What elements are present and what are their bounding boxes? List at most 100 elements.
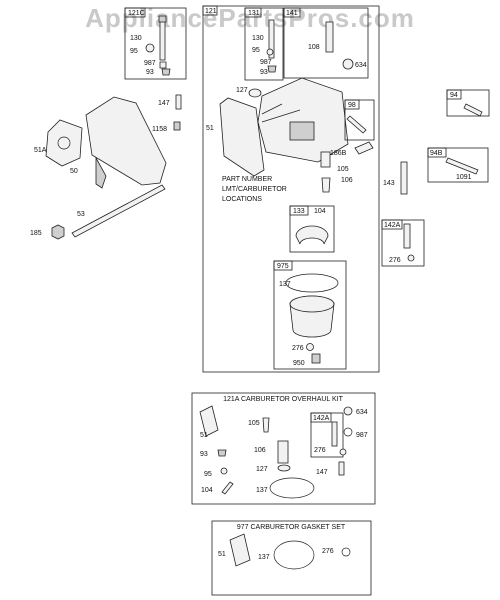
kit-ring-987 xyxy=(343,427,353,437)
kit-washer-634 xyxy=(343,406,353,416)
group-131: 131 130 95 987 93 xyxy=(244,7,284,81)
group-141: 141 108 634 xyxy=(283,7,369,79)
intake-gasket xyxy=(45,119,83,167)
screw-147 xyxy=(175,94,182,110)
set-label-276: 276 xyxy=(322,548,334,555)
note-line2: LMT/CARBURETOR xyxy=(222,186,287,193)
kit-label-987: 987 xyxy=(356,432,368,439)
watermark: AppliancePartsPros.com xyxy=(85,3,415,33)
box-141 xyxy=(283,7,369,79)
label-104: 104 xyxy=(314,208,326,215)
kit-screw-147 xyxy=(338,461,345,476)
group-left-parts: 147 54 1158 51A 50 53 185 xyxy=(30,94,182,240)
overhaul-kit: 121A CARBURETOR OVERHAUL KIT 51 105 142A… xyxy=(191,392,376,505)
label-987b: 987 xyxy=(260,59,272,66)
box-94b-tag xyxy=(427,147,447,158)
kit-label-147: 147 xyxy=(316,469,328,476)
label-950: 950 xyxy=(293,360,305,367)
leader-1 xyxy=(261,103,283,115)
label-987: 987 xyxy=(144,60,156,67)
kit-washer-276 xyxy=(339,448,347,456)
label-1091: 1091 xyxy=(456,174,472,181)
kit-cap-93 xyxy=(217,449,227,457)
mixture-screw xyxy=(159,19,166,61)
leader-2 xyxy=(261,109,301,123)
label-51: 51 xyxy=(206,125,214,132)
box-142a xyxy=(381,219,425,267)
note-line3: LOCATIONS xyxy=(222,196,262,203)
group-right-parts: 94 94B 1091 143 142A 276 xyxy=(381,89,490,267)
box-121c-tag xyxy=(124,7,146,18)
box-142a-tag xyxy=(381,219,403,230)
washer-131 xyxy=(266,48,274,56)
label-95: 95 xyxy=(130,48,138,55)
nut-1158 xyxy=(173,121,181,131)
carburetor-throat xyxy=(289,121,315,141)
kit-gasket-51 xyxy=(199,405,219,437)
box-94-label: 94 xyxy=(450,92,458,99)
kit-plug-127 xyxy=(277,464,291,472)
label-130b: 130 xyxy=(252,35,264,42)
kit-label-93: 93 xyxy=(200,451,208,458)
set-washer-276 xyxy=(341,547,351,557)
label-276b: 276 xyxy=(389,257,401,264)
kit-label-105: 105 xyxy=(248,420,260,427)
label-127: 127 xyxy=(236,87,248,94)
carburetor-assembly: 51 127 98 186B 106 105 PART NUMBER LMT/C… xyxy=(206,77,375,203)
label-185: 185 xyxy=(30,230,42,237)
group-975: 975 137 276 950 xyxy=(273,260,347,370)
box-975-label: 975 xyxy=(277,263,289,270)
group-121c: 121C 130 95 987 93 xyxy=(124,7,187,80)
solenoid-washer xyxy=(342,58,354,70)
kit-box-142a-tag xyxy=(310,412,332,423)
box-133-label: 133 xyxy=(293,208,305,215)
kit-jet-142a xyxy=(331,421,338,447)
box-975-tag xyxy=(273,260,293,271)
washer-95 xyxy=(145,43,155,53)
box-overhaul-kit xyxy=(191,392,376,505)
washer-276b xyxy=(407,254,415,262)
float-bowl-rim xyxy=(289,295,335,313)
label-93b: 93 xyxy=(260,69,268,76)
gasket-set-title: 977 CARBURETOR GASKET SET xyxy=(237,524,346,531)
plug-127 xyxy=(248,88,262,98)
mixture-screw-head xyxy=(158,15,167,23)
idle-screw-98 xyxy=(346,115,367,134)
label-51A: 51A xyxy=(34,147,47,154)
carb-gasket-51 xyxy=(219,97,265,177)
box-121-label: 121 xyxy=(205,8,217,15)
pin-106 xyxy=(320,151,331,168)
manifold-flange xyxy=(95,156,107,189)
box-142a-label: 142A xyxy=(384,222,401,229)
label-53: 53 xyxy=(77,211,85,218)
label-143: 143 xyxy=(383,180,395,187)
box-94b-label: 94B xyxy=(430,150,443,157)
kit-label-634: 634 xyxy=(356,409,368,416)
kit-label-142A: 142A xyxy=(313,415,330,422)
label-106: 106 xyxy=(341,177,353,184)
jet-1091 xyxy=(445,157,479,175)
box-gasket-set xyxy=(211,520,372,596)
washer-276 xyxy=(306,343,314,351)
label-93: 93 xyxy=(146,69,154,76)
box-975 xyxy=(273,260,347,370)
label-147a: 147 xyxy=(158,100,170,107)
needle-105 xyxy=(321,177,331,193)
box-141-label: 141 xyxy=(286,10,298,17)
carburetor-body xyxy=(257,77,349,163)
box-121c xyxy=(124,7,187,80)
stud-53 xyxy=(71,184,166,238)
box-141-tag xyxy=(283,7,301,18)
box-133 xyxy=(289,205,335,253)
group-133: 133 104 xyxy=(289,205,335,253)
label-186B: 186B xyxy=(330,150,347,157)
box-98-tag xyxy=(344,99,360,110)
box-94-tag xyxy=(446,89,462,100)
float-133 xyxy=(295,225,329,245)
kit-pin-106 xyxy=(277,440,289,464)
box-121-tag xyxy=(202,5,218,16)
kit-washer-95 xyxy=(220,467,228,475)
gasket-hole xyxy=(57,136,71,150)
box-133-tag xyxy=(289,205,309,216)
box-131-label: 131 xyxy=(248,10,260,17)
